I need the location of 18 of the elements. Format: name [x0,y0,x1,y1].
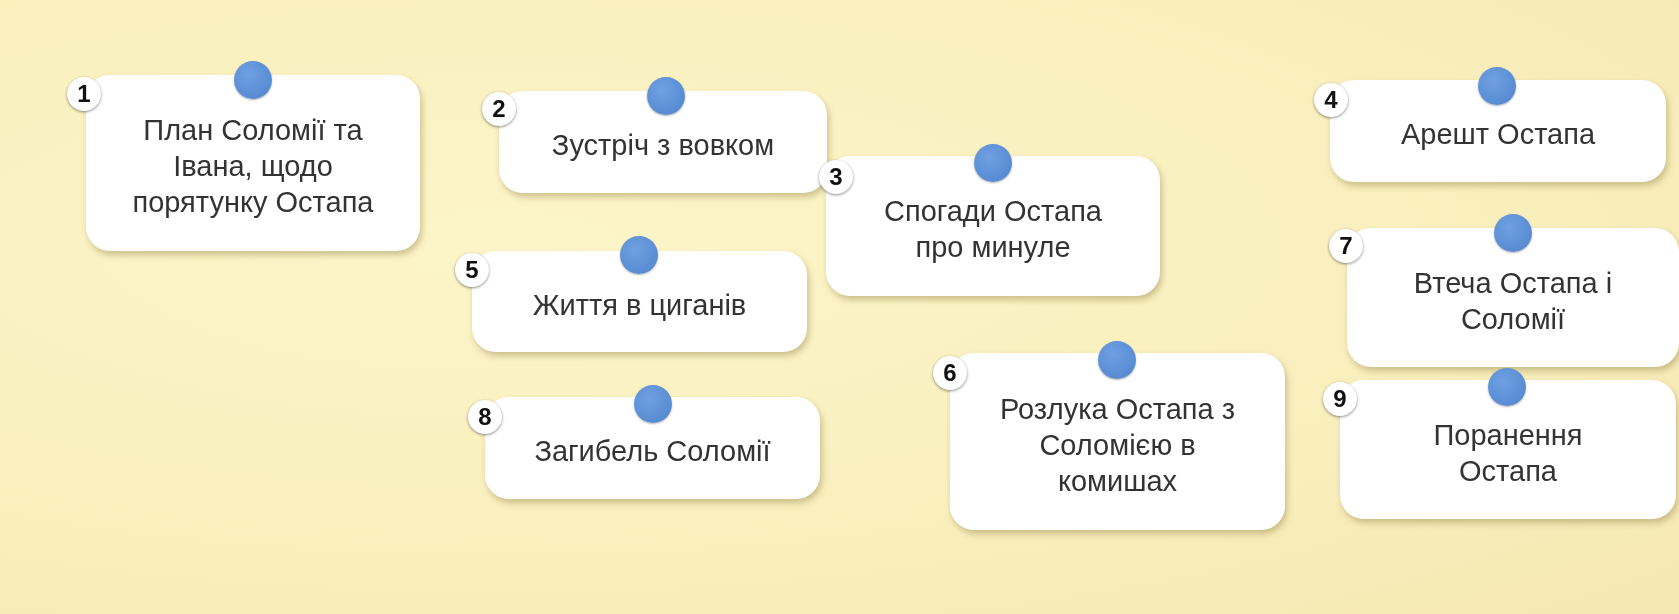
event-text: Життя в циганів [532,287,747,323]
event-text: Спогади Остапа про минуле [883,194,1103,265]
number-badge: 3 [819,160,853,194]
event-text: Розлука Остапа з Соломією в комишах [998,391,1237,499]
event-text: Втеча Остапа і Соломії [1412,265,1614,337]
event-text: Зустріч з вовком [551,128,775,163]
event-text: Поранення Остапа [1432,417,1584,489]
number-badge: 4 [1314,83,1348,117]
event-text: Арешт Остапа [1400,117,1596,152]
number-badge: 8 [468,400,502,434]
number-badge: 2 [482,92,516,126]
number-badge: 7 [1329,229,1363,263]
number-badge: 5 [455,253,489,287]
number-badge: 9 [1323,382,1357,416]
number-badge: 6 [933,356,967,390]
event-text: План Соломії та Івана, щодо порятунку Остапа [131,113,375,220]
number-badge: 1 [67,77,101,111]
event-text: Загибель Соломії [534,434,771,469]
